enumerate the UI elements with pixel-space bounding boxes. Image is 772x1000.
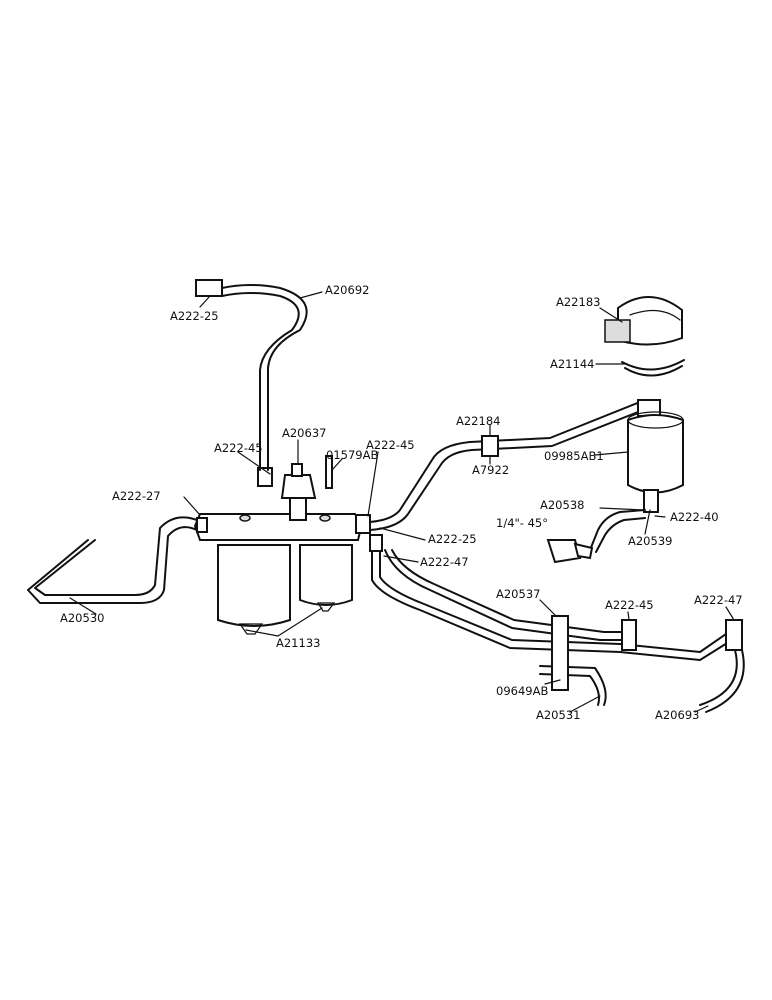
label-a222-25-top: A222-25 [170, 309, 219, 323]
label-a20537: A20537 [496, 587, 540, 601]
fuel-line-a20692 [195, 279, 308, 471]
fuel-line-a20538 [546, 509, 646, 564]
clamp-a21144 [621, 359, 685, 377]
label-a222-47-mid: A222-47 [420, 555, 469, 569]
label-a222-27: A222-27 [112, 489, 161, 503]
label-a20637: A20637 [282, 426, 326, 440]
label-a20539: A20539 [628, 534, 672, 548]
label-a22184: A22184 [456, 414, 500, 428]
label-09985ab1: 09985AB1 [544, 449, 604, 463]
fuel-canister-09985ab1 [627, 411, 684, 513]
label-a7922: A7922 [472, 463, 509, 477]
leader-lines [69, 291, 735, 713]
label-a222-40: A222-40 [670, 510, 719, 524]
label-a22183: A22183 [556, 295, 600, 309]
label-a20531: A20531 [536, 708, 580, 722]
fuel-filter-assembly [193, 455, 383, 635]
label-a222-47-right: A222-47 [694, 593, 743, 607]
label-a222-25-mid: A222-25 [428, 532, 477, 546]
label-01579ab: 01579AB [326, 448, 378, 462]
label-09649ab: 09649AB [496, 684, 548, 698]
fuel-lines-lower-right [371, 549, 745, 713]
fuel-line-a22184 [369, 399, 661, 531]
label-a222-45-right: A222-45 [605, 598, 654, 612]
label-a222-45-mid: A222-45 [366, 438, 415, 452]
part-labels: A20692 A222-25 A22183 A21144 A22184 A206… [60, 283, 743, 722]
label-a20692: A20692 [325, 283, 369, 297]
label-a21144: A21144 [550, 357, 594, 371]
fuel-line-a20530 [27, 516, 198, 604]
label-a222-45-left: A222-45 [214, 441, 263, 455]
label-a21133: A21133 [276, 636, 320, 650]
label-elbow-quarter-inch-45: 1/4"- 45° [496, 516, 548, 530]
bowl-a22183 [604, 296, 683, 346]
label-a20693: A20693 [655, 708, 699, 722]
label-a20530: A20530 [60, 611, 104, 625]
label-a20538: A20538 [540, 498, 584, 512]
